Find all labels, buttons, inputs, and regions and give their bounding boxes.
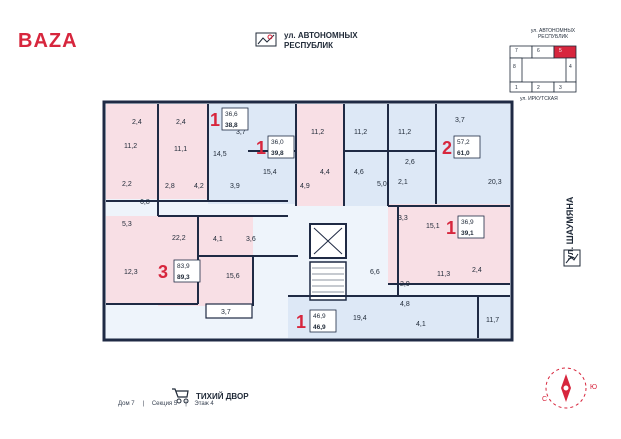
apt-1-39-right (388, 204, 510, 284)
footer-house: Дом 7 (118, 401, 135, 407)
street-icon (255, 30, 277, 53)
room-area: 5,0 (377, 181, 387, 188)
room-area: 15,6 (226, 273, 240, 280)
apt-area-top: 36,0 (271, 139, 284, 146)
street-right-icon (562, 248, 582, 273)
footer-section: Секция 5 (151, 401, 178, 407)
footer-floor: Этаж 4 (194, 401, 214, 407)
yard-label: ТИХИЙ ДВОР (196, 392, 249, 401)
apt-area-top: 57,2 (457, 139, 470, 146)
apt-pink-topleft (106, 104, 226, 199)
apt-area-top: 36,6 (225, 111, 238, 118)
room-area: 2,4 (472, 267, 482, 274)
apt-room-count: 1 (446, 218, 456, 238)
apartment-badge: 3 83,9 89,3 (158, 259, 201, 283)
room-area: 3,7 (455, 117, 465, 124)
room-area: 4,6 (354, 169, 364, 176)
minimap-section-3: 3 (559, 85, 562, 91)
room-area: 2,9 (400, 281, 410, 288)
room-area: 3,7 (236, 129, 246, 136)
room-area: 4,2 (194, 183, 204, 190)
apt-pink-left (106, 216, 158, 304)
apartment-badge: 2 57,2 61,0 (442, 135, 481, 159)
stroller-icon (170, 386, 190, 409)
minimap-section-5: 5 (559, 48, 562, 54)
apt-area-bottom: 46,9 (313, 324, 326, 331)
room-area: 2,6 (405, 159, 415, 166)
minimap-section-4: 4 (569, 64, 572, 70)
room-area: 15,4 (263, 169, 277, 176)
room-area: 11,3 (437, 271, 450, 278)
minimap-section-7: 7 (515, 48, 518, 54)
floor-plan: 2,4 2,4 3,7 11,2 11,2 11,2 3,7 11,2 11,1… (98, 96, 518, 346)
minimap-street-top2: РЕСПУБЛИК (537, 34, 569, 40)
street-top-label: ул. АВТОНОМНЫХ РЕСПУБЛИК (284, 31, 358, 51)
apt-1-39 (296, 104, 344, 206)
apartment-badge: 1 46,9 46,9 (296, 309, 337, 333)
apt-room-count: 1 (210, 110, 220, 130)
room-area: 4,1 (213, 236, 223, 243)
room-area: 2,4 (176, 119, 186, 126)
apt-area-top: 36,9 (461, 219, 474, 226)
room-area: 22,2 (172, 235, 186, 242)
room-area: 15,1 (426, 223, 440, 230)
apt-room-count: 1 (256, 138, 266, 158)
room-area: 2,4 (132, 119, 142, 126)
apt-room-count: 2 (442, 138, 452, 158)
room-area: 11,2 (398, 129, 411, 136)
room-area: 11,7 (486, 317, 499, 324)
room-area: 2,1 (398, 179, 408, 186)
minimap-section-1: 1 (515, 85, 518, 91)
compass-icon: С Ю (534, 358, 604, 420)
apt-3room (158, 216, 253, 306)
room-area: 12,3 (124, 269, 138, 276)
room-area: 11,1 (174, 146, 187, 153)
apartment-badge: 1 36,9 39,1 (446, 215, 485, 239)
room-area: 6,8 (140, 199, 150, 206)
apt-area-bottom: 38,8 (225, 122, 238, 129)
room-area: 3,3 (398, 215, 408, 222)
room-area: 2,8 (165, 183, 175, 190)
brand-logo: BAZA (18, 30, 78, 52)
apartment-badge: 1 36,0 39,8 (256, 135, 295, 159)
footer-info: Дом 7| Секция 5| Этаж 4 (118, 401, 214, 407)
minimap-section-2: 2 (537, 85, 540, 91)
street-top-line1: ул. АВТОНОМНЫХ (284, 31, 358, 40)
room-area: 3,9 (230, 183, 240, 190)
room-area: 3,7 (221, 309, 231, 316)
room-area: 2,2 (122, 181, 132, 188)
room-area: 11,2 (124, 143, 137, 150)
apt-2-61 (344, 104, 436, 206)
room-area: 4,1 (416, 321, 426, 328)
apt-area-bottom: 89,3 (177, 274, 190, 281)
room-area: 6,6 (370, 269, 380, 276)
apt-room-count: 1 (296, 312, 306, 332)
compass-north: С (542, 396, 548, 403)
apt-area-top: 46,9 (313, 313, 326, 320)
apt-area-bottom: 61,0 (457, 150, 470, 157)
room-area: 4,8 (400, 301, 410, 308)
room-area: 20,3 (488, 179, 502, 186)
street-top-line2: РЕСПУБЛИК (284, 41, 333, 50)
apt-area-bottom: 39,1 (461, 230, 474, 237)
minimap-street-top1: ул. АВТОНОМНЫХ (530, 28, 576, 34)
apt-area-top: 83,9 (177, 263, 190, 270)
room-area: 14,5 (213, 151, 227, 158)
room-area: 4,4 (320, 169, 330, 176)
room-area: 19,4 (353, 315, 367, 322)
room-area: 11,2 (354, 129, 367, 136)
apt-area-bottom: 39,8 (271, 150, 284, 157)
apt-room-count: 3 (158, 262, 168, 282)
minimap-street-bottom: ул. ИРКУТСКАЯ (520, 96, 558, 102)
room-area: 3,6 (246, 236, 256, 243)
room-area: 4,9 (300, 183, 310, 190)
minimap-section-6: 6 (537, 48, 540, 54)
room-area: 11,2 (311, 129, 324, 136)
room-area: 5,3 (122, 221, 132, 228)
apartment-badge: 1 36,6 38,8 (210, 107, 249, 131)
section-minimap: ул. АВТОНОМНЫХ РЕСПУБЛИК 7 6 5 4 3 2 1 8… (508, 28, 590, 102)
compass-east: Ю (590, 384, 598, 391)
minimap-section-8: 8 (513, 64, 516, 70)
